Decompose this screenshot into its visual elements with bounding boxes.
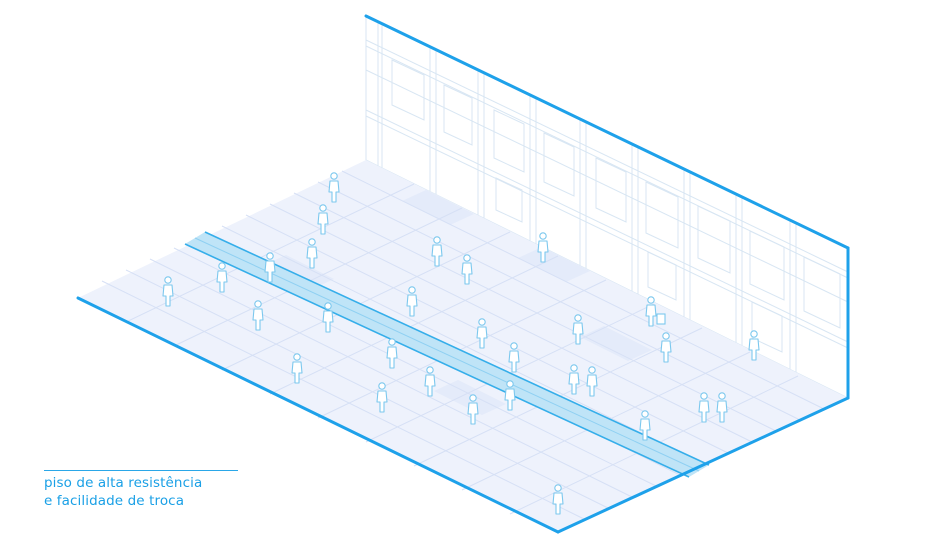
wall-top-edge: [364, 14, 850, 250]
back-wall-facade: [365, 15, 849, 399]
outline-edges: [76, 14, 850, 534]
caption: piso de alta resistência e facilidade de…: [44, 470, 238, 510]
caption-line-2: e facilidade de troca: [44, 493, 185, 509]
floor-front-edge: [76, 296, 560, 534]
caption-line-1: piso de alta resistência: [44, 475, 203, 491]
suitcase-icon: [656, 313, 666, 325]
replaceable-floor-strip: [184, 231, 710, 478]
floor-right-edge: [556, 396, 850, 534]
